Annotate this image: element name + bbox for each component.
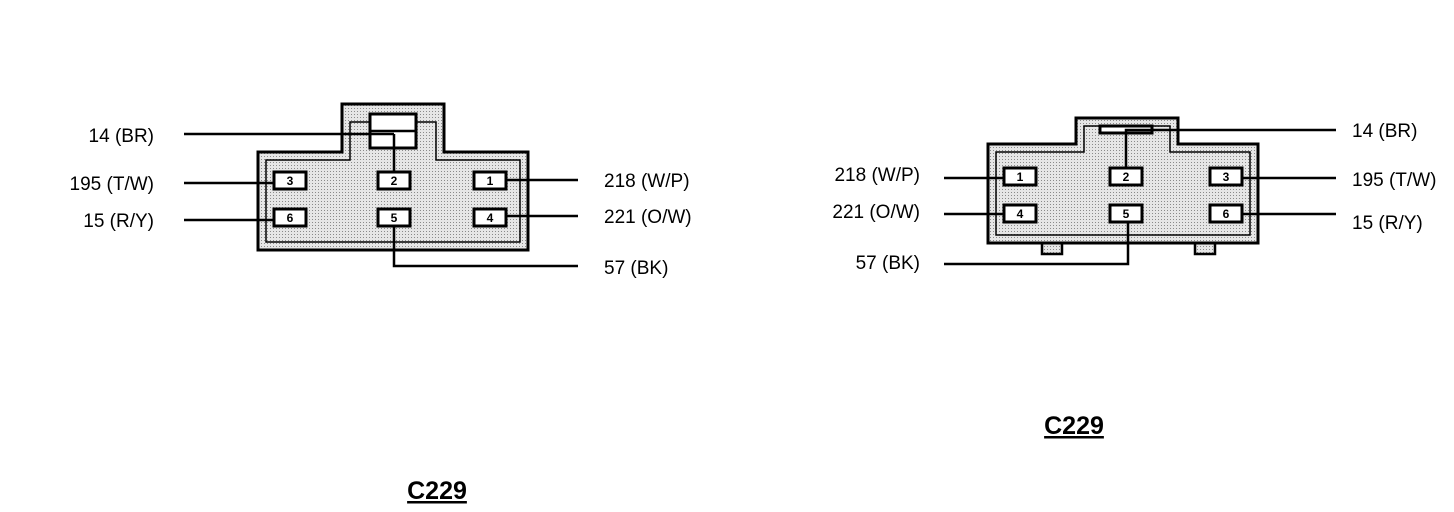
- svg-text:4: 4: [487, 211, 494, 225]
- label-221-left: 221 (O/W): [604, 207, 692, 228]
- wire-57-left: [392, 226, 578, 268]
- pin-5-right: 5: [1108, 203, 1144, 224]
- label-14-right: 14 (BR): [1352, 121, 1417, 142]
- svg-text:3: 3: [1223, 170, 1230, 184]
- connector-right-title: C229: [1044, 412, 1104, 440]
- pin-4-right: 4: [1002, 203, 1038, 224]
- svg-text:5: 5: [1123, 207, 1130, 221]
- svg-text:1: 1: [1017, 170, 1024, 184]
- svg-text:3: 3: [287, 174, 294, 188]
- svg-text:1: 1: [487, 174, 494, 188]
- svg-text:2: 2: [1123, 170, 1130, 184]
- svg-text:5: 5: [391, 211, 398, 225]
- connector-right-body-inner: [995, 125, 1251, 236]
- svg-text:6: 6: [287, 211, 294, 225]
- connector-left-title: C229: [407, 477, 467, 505]
- connector-left-body-inner: [265, 121, 521, 243]
- label-15-left: 15 (R/Y): [83, 211, 154, 232]
- pin-6-left: 6: [272, 207, 308, 228]
- connector-right: 1 2 3 4 5 6 14 (BR) 218 (W/P) 221 (O/W) …: [832, 116, 1436, 440]
- wire-14-right: [1124, 128, 1336, 168]
- label-57-right: 57 (BK): [856, 253, 920, 274]
- pin-6-right: 6: [1208, 203, 1244, 224]
- svg-text:4: 4: [1017, 207, 1024, 221]
- pin-3-left: 3: [272, 170, 308, 191]
- svg-text:6: 6: [1223, 207, 1230, 221]
- wire-57-right: [944, 222, 1130, 266]
- pin-1-left: 1: [472, 170, 508, 191]
- pin-2-left: 2: [376, 170, 412, 191]
- pin-2-right: 2: [1108, 166, 1144, 187]
- pin-5-left: 5: [376, 207, 412, 228]
- pin-4-left: 4: [472, 207, 508, 228]
- label-14-left: 14 (BR): [89, 126, 154, 147]
- label-195-right: 195 (T/W): [1352, 170, 1436, 191]
- label-218-left: 218 (W/P): [604, 171, 690, 192]
- label-221-right: 221 (O/W): [832, 202, 920, 223]
- label-218-right: 218 (W/P): [834, 165, 920, 186]
- svg-text:2: 2: [391, 174, 398, 188]
- label-15-right: 15 (R/Y): [1352, 213, 1423, 234]
- pin-1-right: 1: [1002, 166, 1038, 187]
- connector-left: 3 2 1 6 5 4 14 (BR) 195 (T/W) 15 (R/Y) 2…: [70, 102, 692, 505]
- label-57-left: 57 (BK): [604, 258, 668, 279]
- pin-3-right: 3: [1208, 166, 1244, 187]
- label-195-left: 195 (T/W): [70, 174, 154, 195]
